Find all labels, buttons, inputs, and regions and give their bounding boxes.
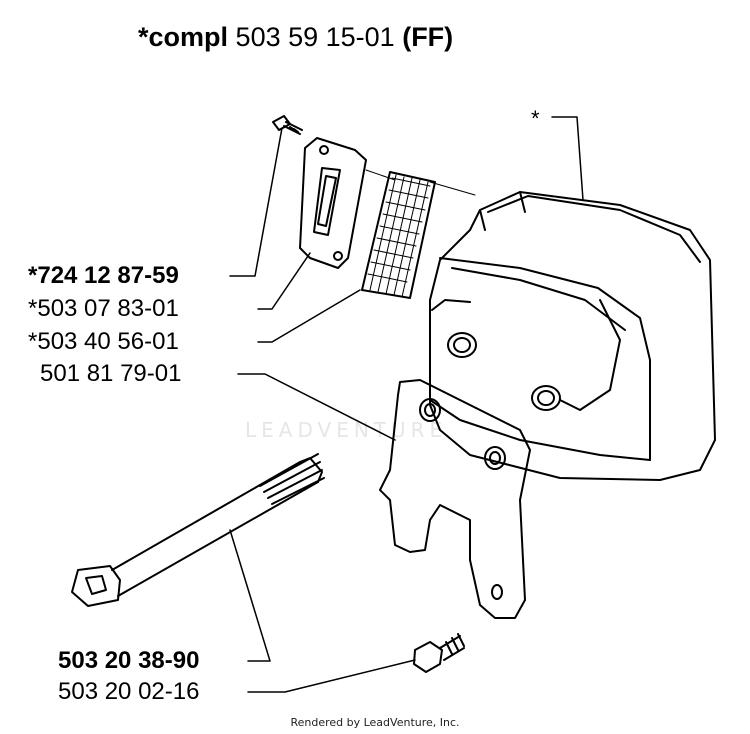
part-label-503-40-56-01[interactable]: *503 40 56-01: [28, 328, 179, 355]
bracket-plate: [379, 379, 531, 619]
leader-line-501-81-79-01: [237, 373, 396, 441]
leader-lines: [229, 116, 584, 693]
part-label-503-07-83-01[interactable]: *503 07 83-01: [28, 295, 179, 322]
muffler-body: [429, 191, 716, 481]
leader-line-503-07-83-01: [257, 252, 311, 310]
part-label-501-81-79-01[interactable]: 501 81 79-01: [40, 360, 182, 387]
screw-top: [272, 115, 303, 135]
part-label-503-20-02-16[interactable]: 503 20 02-16: [58, 678, 200, 705]
leader-line-503-20-02-16: [247, 659, 416, 693]
gasket: [299, 137, 367, 269]
footer-credit: Rendered by LeadVenture, Inc.: [290, 716, 460, 729]
spark-screen: [361, 171, 436, 299]
title-prefix: *compl: [138, 22, 229, 52]
long-bolt: [71, 453, 325, 607]
leader-line-asterisk: [551, 116, 584, 201]
diagram-title: *compl 503 59 15-01 (FF): [138, 22, 453, 53]
small-bolt: [413, 633, 465, 673]
title-suffix: (FF): [402, 22, 454, 52]
alignment-line: [365, 169, 476, 196]
leader-line-503-40-56-01: [257, 289, 361, 343]
part-label-503-20-38-90[interactable]: 503 20 38-90: [58, 647, 200, 674]
title-number: 503 59 15-01: [235, 22, 395, 52]
part-label-724-12-87-59[interactable]: *724 12 87-59: [28, 262, 179, 289]
watermark: LEADVENTURE: [245, 418, 448, 442]
callout-asterisk: *: [531, 106, 540, 131]
leader-line-724-12-87-59: [229, 127, 283, 277]
leader-line-503-20-38-90: [229, 529, 271, 662]
